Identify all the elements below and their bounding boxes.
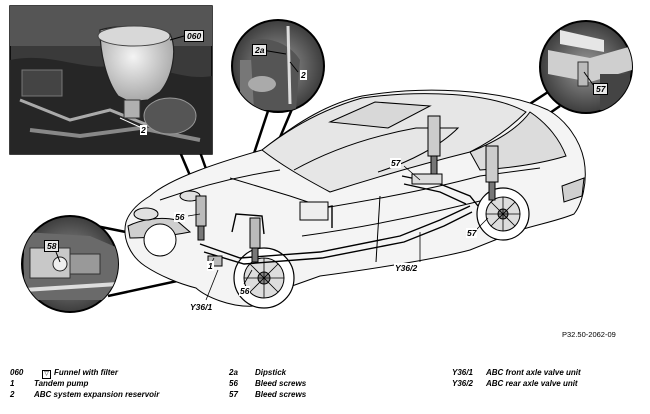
legend-desc: Tandem pump	[34, 379, 89, 388]
legend-desc: Dipstick	[255, 368, 287, 377]
front-bleed-screw-inset	[21, 215, 119, 313]
callout-2-inset: 2	[140, 125, 147, 135]
figure-reference-number: P32.50-2062-09	[562, 330, 616, 339]
rear-bleed-screw-inset	[539, 20, 633, 114]
callout-leader-lines	[187, 165, 489, 301]
engine-bay-inset	[9, 5, 213, 155]
legend-desc: ABC rear axle valve unit	[486, 379, 578, 388]
suspension-struts	[195, 115, 499, 267]
callout-57-right: 57	[466, 228, 478, 238]
callout-2a: 2a	[252, 44, 268, 56]
legend-desc: ABC front axle valve unit	[486, 368, 581, 377]
legend: 060 ▽Funnel with filter 1 Tandem pump 2 …	[0, 368, 650, 414]
callout-y36-1: Y36/1	[189, 302, 214, 312]
callout-58: 58	[44, 240, 60, 252]
legend-key: 2a	[229, 368, 238, 377]
callout-56-bottom: 56	[239, 286, 251, 296]
legend-desc: Funnel with filter	[54, 368, 118, 377]
legend-key: 57	[229, 390, 238, 399]
dipstick-inset	[231, 19, 325, 113]
car-wheels	[143, 187, 530, 309]
callout-1: 1	[207, 261, 214, 271]
legend-key: 060	[10, 368, 24, 377]
legend-key: 1	[10, 379, 15, 388]
callout-2-top: 2	[300, 70, 307, 80]
legend-desc: ABC system expansion reservoir	[34, 390, 160, 399]
callout-56-mid: 56	[174, 212, 186, 222]
callout-y36-2: Y36/2	[394, 263, 419, 273]
legend-key: Y36/1	[452, 368, 473, 377]
legend-key: 2	[10, 390, 15, 399]
callout-57-rear: 57	[593, 83, 609, 95]
abc-system-diagram: 060 2 2a 2 57 57 56 58 57 Y36/2 Y36/1 56…	[9, 5, 633, 339]
funnel-filter-icon: ▽	[42, 370, 51, 379]
legend-key: 56	[229, 379, 238, 388]
legend-key: Y36/2	[452, 379, 473, 388]
legend-desc: Bleed screws	[255, 379, 307, 388]
diagram-illustration	[9, 5, 633, 313]
legend-desc: Bleed screws	[255, 390, 307, 399]
callout-060: 060	[184, 30, 205, 42]
callout-57-body: 57	[390, 158, 402, 168]
